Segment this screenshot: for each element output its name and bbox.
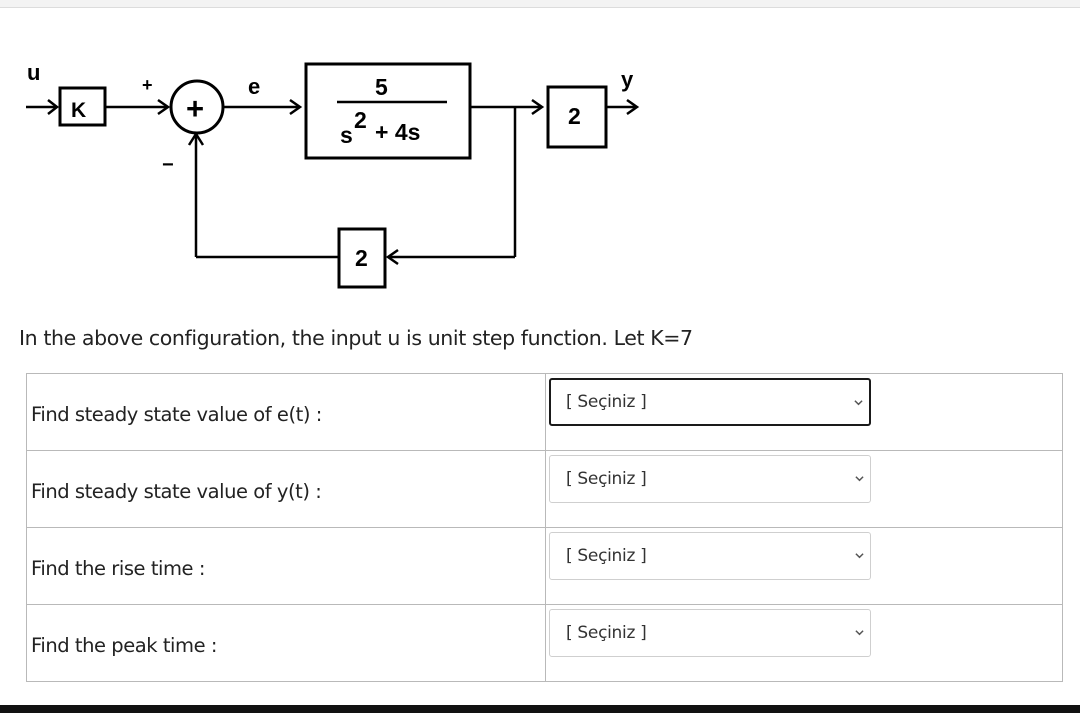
dropdown-value: [ Seçiniz ] — [566, 469, 647, 489]
question-label: Find the peak time : — [31, 634, 217, 657]
question-cell: Find steady state value of e(t) : — [26, 373, 546, 451]
table-row: Find steady state value of e(t) : [ Seçi… — [26, 373, 1063, 451]
answer-dropdown[interactable]: [ Seçiniz ] — [549, 532, 871, 580]
table-row: Find the peak time : [ Seçiniz ] — [26, 604, 1063, 682]
answer-cell: [ Seçiniz ] — [545, 450, 1063, 528]
output-label: y — [621, 67, 634, 92]
question-cell: Find the rise time : — [26, 527, 546, 605]
answer-dropdown[interactable]: [ Seçiniz ] — [549, 609, 871, 657]
plant-denominator-s: s — [340, 122, 353, 148]
plant-block — [304, 62, 472, 160]
output-gain-label: 2 — [568, 103, 581, 129]
table-row: Find steady state value of y(t) : [ Seçi… — [26, 450, 1063, 528]
feedback-gain-label: 2 — [355, 245, 368, 271]
chevron-down-icon — [854, 400, 863, 406]
question-label: Find the rise time : — [31, 557, 205, 580]
error-label: e — [248, 74, 260, 99]
plant-numerator: 5 — [375, 74, 388, 100]
dropdown-value: [ Seçiniz ] — [566, 546, 647, 566]
answer-dropdown[interactable]: [ Seçiniz ] — [549, 455, 871, 503]
chevron-down-icon — [855, 476, 864, 482]
chevron-down-icon — [855, 553, 864, 559]
table-row: Find the rise time : [ Seçiniz ] — [26, 527, 1063, 605]
plant-denominator-exponent: 2 — [354, 107, 367, 133]
questions-table: Find steady state value of e(t) : [ Seçi… — [26, 373, 1063, 682]
gain-k-label: K — [71, 99, 86, 122]
answer-cell: [ Seçiniz ] — [545, 604, 1063, 682]
feedback-gain-block — [337, 227, 387, 289]
question-cell: Find the peak time : — [26, 604, 546, 682]
dropdown-value: [ Seçiniz ] — [566, 623, 647, 643]
problem-statement: In the above configuration, the input u … — [19, 326, 693, 350]
question-cell: Find steady state value of y(t) : — [26, 450, 546, 528]
answer-cell: [ Seçiniz ] — [545, 527, 1063, 605]
answer-cell: [ Seçiniz ] — [545, 373, 1063, 451]
answer-dropdown[interactable]: [ Seçiniz ] — [549, 378, 871, 426]
input-label: u — [27, 60, 40, 85]
junction-symbol: + — [186, 91, 204, 126]
top-border — [0, 0, 1080, 8]
bottom-border — [0, 705, 1080, 713]
plant-denominator-rest: + 4s — [375, 119, 420, 145]
dropdown-value: [ Seçiniz ] — [566, 392, 647, 412]
question-label: Find steady state value of e(t) : — [31, 403, 322, 426]
chevron-down-icon — [855, 630, 864, 636]
question-label: Find steady state value of y(t) : — [31, 480, 322, 503]
plus-sign: + — [142, 75, 153, 95]
block-diagram: u K + + − e 5 s 2 + 4s 2 y 2 — [26, 60, 640, 289]
minus-sign: − — [162, 154, 174, 176]
output-gain-block — [546, 85, 608, 149]
